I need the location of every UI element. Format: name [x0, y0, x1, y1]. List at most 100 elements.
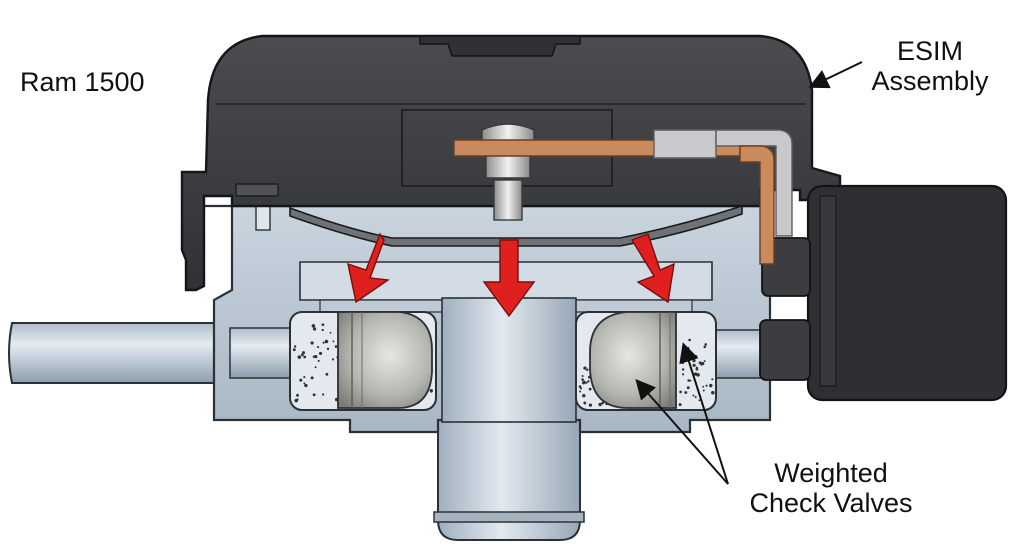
stipple-dot	[326, 347, 330, 351]
stipple-dot	[583, 401, 587, 405]
stipple-dot	[588, 403, 593, 407]
stipple-dot	[292, 348, 296, 352]
stipple-dot	[321, 323, 325, 327]
stipple-dot	[581, 374, 584, 378]
stipple-dot	[692, 358, 696, 363]
stipple-dot	[678, 403, 682, 407]
stipple-dot	[681, 373, 685, 376]
stipple-dot	[299, 378, 303, 382]
right-check-valve	[589, 311, 677, 409]
stipple-dot	[695, 367, 699, 371]
valves-label-line2: Check Valves	[749, 488, 913, 518]
stipple-dot	[705, 384, 708, 387]
stipple-dot	[598, 402, 602, 407]
stipple-dot	[582, 394, 586, 398]
flow-arrow-left	[347, 232, 390, 304]
stipple-dot	[689, 379, 692, 382]
stipple-dot	[692, 363, 696, 367]
stipple-dot	[582, 380, 586, 385]
stipple-dot	[588, 387, 592, 391]
stipple-dot	[679, 390, 682, 394]
stipple-dot	[303, 376, 306, 379]
stipple-dot	[311, 324, 316, 328]
stipple-dot	[687, 379, 690, 382]
stipple-dot	[325, 372, 329, 376]
stipple-dot	[303, 355, 307, 359]
stipple-dot	[578, 385, 582, 388]
stipple-dot	[680, 355, 684, 359]
stipple-dot	[693, 372, 698, 376]
valves-label-line1: Weighted	[774, 458, 888, 488]
stipple-dot	[692, 394, 695, 397]
stipple-dot	[312, 327, 317, 331]
check-valves-label: Weighted Check Valves	[736, 458, 926, 518]
stipple-dot	[303, 382, 306, 385]
stipple-dot	[702, 389, 705, 392]
stipple-dot	[579, 387, 583, 390]
esim-label-line2: Assembly	[871, 66, 989, 96]
electrical-connector	[759, 184, 1008, 402]
esim-label-line1: ESIM	[896, 36, 963, 66]
stipple-dot	[322, 341, 325, 344]
switch-contacts	[453, 129, 793, 265]
stipple-dot	[587, 380, 590, 383]
stipple-dot	[585, 381, 588, 384]
stipple-dot	[711, 378, 714, 381]
stipple-dot	[709, 383, 713, 388]
stipple-dot	[332, 340, 335, 343]
stipple-dot	[711, 390, 715, 395]
stipple-dot	[317, 359, 320, 362]
stipple-dot	[300, 353, 304, 357]
stipple-dot	[686, 386, 690, 390]
stipple-dot	[334, 345, 338, 348]
valve-callout-line-1	[635, 379, 729, 485]
stipple-dot	[293, 345, 297, 348]
stipple-dot	[688, 338, 691, 342]
stipple-dot	[698, 361, 702, 365]
model-label: Ram 1500	[20, 67, 145, 97]
stipple-dot	[684, 391, 688, 394]
outlet-stem	[433, 419, 585, 541]
flow-arrow-right	[630, 233, 675, 304]
stipple-dot	[586, 368, 589, 372]
diaphragm	[289, 204, 743, 247]
stipple-dot	[314, 354, 318, 359]
stipple-dot	[682, 360, 685, 363]
stipple-dot	[321, 393, 325, 396]
stipple-dot	[297, 355, 302, 359]
stipple-dot	[312, 393, 316, 397]
stipple-dot	[304, 383, 308, 388]
stipple-dot	[301, 351, 306, 355]
stipple-dot	[694, 396, 697, 399]
flow-arrow-center	[482, 239, 536, 318]
stipple-dot	[310, 341, 314, 345]
stipple-dot	[314, 366, 317, 369]
stipple-dot	[601, 401, 604, 405]
flow-arrows	[347, 232, 675, 318]
stipple-dot	[296, 398, 299, 401]
stipple-dot	[318, 351, 323, 355]
stipple-dot	[312, 355, 315, 358]
stipple-dot	[321, 328, 324, 332]
esim-callout-arrow	[808, 61, 863, 89]
stipple-dot	[698, 399, 701, 402]
stipple-dot	[703, 345, 707, 349]
stipple-dot	[694, 355, 698, 359]
stipple-dot	[581, 378, 584, 381]
stipple-dot	[317, 346, 320, 349]
inlet-tube	[8, 322, 231, 384]
callout-lines	[635, 61, 863, 485]
stipple-dot	[701, 362, 705, 366]
stipple-dot	[704, 343, 707, 346]
stipple-dot	[430, 390, 433, 393]
left-check-valve	[337, 311, 433, 409]
esim-assembly-label: ESIM Assembly	[866, 36, 994, 96]
stipple-dot	[296, 393, 299, 397]
stipple-dot	[579, 390, 582, 393]
stipple-dot	[681, 368, 685, 371]
valve-callout-line-2	[679, 342, 729, 485]
stipple-dot	[324, 339, 329, 344]
stipple-dot	[310, 376, 314, 380]
stipple-dot	[687, 346, 690, 350]
